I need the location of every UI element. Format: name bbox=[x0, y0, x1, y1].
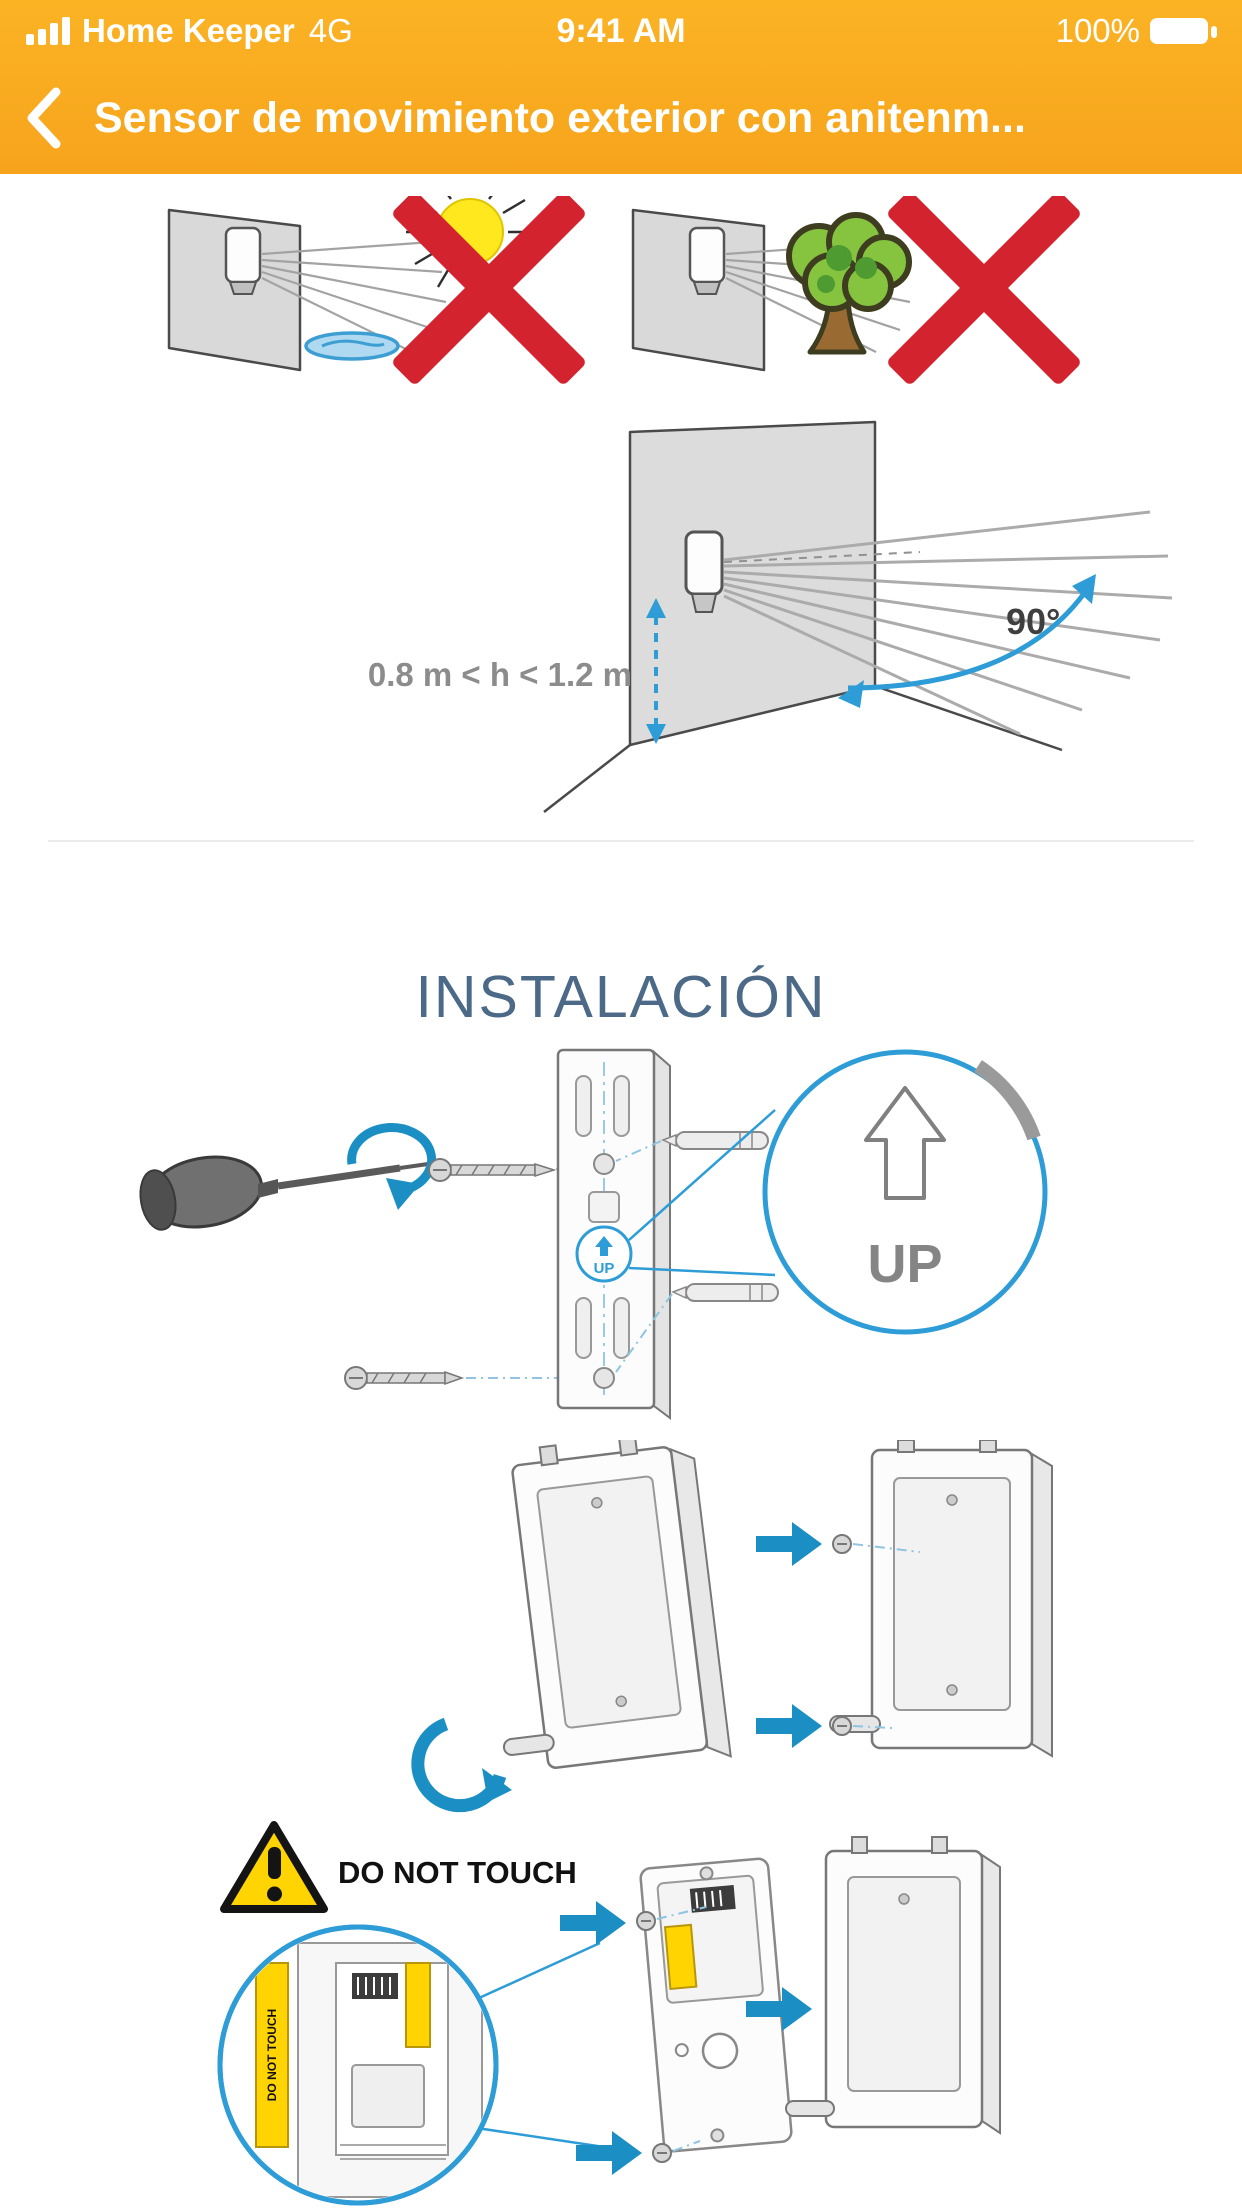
up-arrow-icon bbox=[864, 1086, 946, 1200]
tree-icon bbox=[786, 212, 912, 355]
housing-mounting-diagram bbox=[411, 1440, 1053, 1813]
page-title: Sensor de movimiento exterior con aniten… bbox=[94, 93, 1026, 142]
step-arrow-icon bbox=[576, 2131, 642, 2175]
status-bar: Home Keeper 4G 9:41 AM 100% bbox=[0, 0, 1242, 62]
step-arrow-icon bbox=[746, 1987, 812, 2031]
bracket-up-label: UP bbox=[594, 1260, 615, 1277]
no-sunlight-diagram bbox=[167, 196, 585, 384]
chevron-left-icon bbox=[27, 87, 61, 149]
do-not-touch-label: DO NOT TOUCH bbox=[338, 1855, 577, 1890]
clock-label: 9:41 AM bbox=[556, 12, 686, 50]
screw-icon bbox=[636, 1911, 656, 1931]
nav-bar: Sensor de movimiento exterior con aniten… bbox=[0, 62, 1242, 174]
instructions-content[interactable]: 90° 0.8 m < h < 1.2 m INSTALACIÓN bbox=[0, 174, 1242, 2208]
placement-warnings-diagram bbox=[167, 196, 1080, 384]
warning-triangle-icon bbox=[220, 1821, 328, 1913]
no-cross-icon bbox=[393, 196, 585, 384]
angle-label: 90° bbox=[1006, 601, 1060, 642]
signal-strength-icon bbox=[26, 17, 70, 45]
height-range-label: 0.8 m < h < 1.2 m bbox=[368, 656, 632, 693]
up-arrow-icon bbox=[595, 1236, 613, 1256]
rear-housing-tilted bbox=[502, 1440, 732, 1769]
module-installation-diagram: DO NOT TOUCH DO NOT TOUCH bbox=[217, 1821, 1001, 2206]
detection-beams bbox=[723, 510, 1173, 736]
mounting-bracket: UP bbox=[556, 1048, 671, 1420]
wall-anchor-icon bbox=[661, 1131, 769, 1150]
back-button[interactable] bbox=[24, 80, 80, 156]
step-arrow-icon bbox=[560, 1901, 626, 1945]
screwdriver-icon bbox=[139, 1155, 429, 1231]
motion-sensor-icon bbox=[224, 226, 262, 284]
motion-sensor-icon bbox=[684, 530, 724, 596]
screw-icon bbox=[344, 1366, 465, 1390]
carrier-label: Home Keeper bbox=[82, 12, 295, 49]
status-left: Home Keeper 4G bbox=[26, 12, 353, 50]
status-right: 100% bbox=[1056, 12, 1218, 50]
screw-icon bbox=[832, 1534, 852, 1554]
angle-sweep-arrow bbox=[838, 574, 1096, 708]
rear-housing-final bbox=[785, 1836, 1001, 2135]
no-cross-icon bbox=[888, 196, 1080, 384]
up-detail-zoom: UP bbox=[628, 1049, 1048, 1335]
height-arrow bbox=[646, 598, 666, 744]
no-tree-diagram bbox=[631, 196, 1080, 384]
screw-icon bbox=[428, 1158, 557, 1182]
rear-housing bbox=[829, 1440, 1053, 1758]
rotate-arrow bbox=[347, 1123, 437, 1210]
bracket-installation-diagram: UP bbox=[139, 1048, 1048, 1420]
battery-icon bbox=[1150, 18, 1217, 44]
board-detail-zoom: DO NOT TOUCH bbox=[217, 1924, 605, 2206]
sensor-module bbox=[639, 1857, 793, 2153]
app-header: Home Keeper 4G 9:41 AM 100% Sensor de mo… bbox=[0, 0, 1242, 174]
network-type-label: 4G bbox=[308, 12, 353, 49]
step-arrow-icon bbox=[756, 1522, 822, 1566]
zoom-up-label: UP bbox=[867, 1234, 942, 1294]
section-title: INSTALACIÓN bbox=[415, 963, 827, 1030]
motion-sensor-icon bbox=[688, 226, 726, 284]
strip-warning-label: DO NOT TOUCH bbox=[265, 2009, 279, 2101]
screw-icon bbox=[652, 2143, 672, 2163]
step-arrow-icon bbox=[756, 1704, 822, 1748]
battery-percent-label: 100% bbox=[1055, 12, 1140, 49]
screw-icon bbox=[832, 1716, 852, 1736]
rotate-arrow bbox=[411, 1717, 512, 1813]
water-puddle-icon bbox=[304, 331, 400, 361]
section-divider bbox=[48, 840, 1194, 842]
mounting-height-diagram: 90° 0.8 m < h < 1.2 m bbox=[368, 420, 1173, 813]
wall-anchor-icon bbox=[671, 1283, 779, 1302]
